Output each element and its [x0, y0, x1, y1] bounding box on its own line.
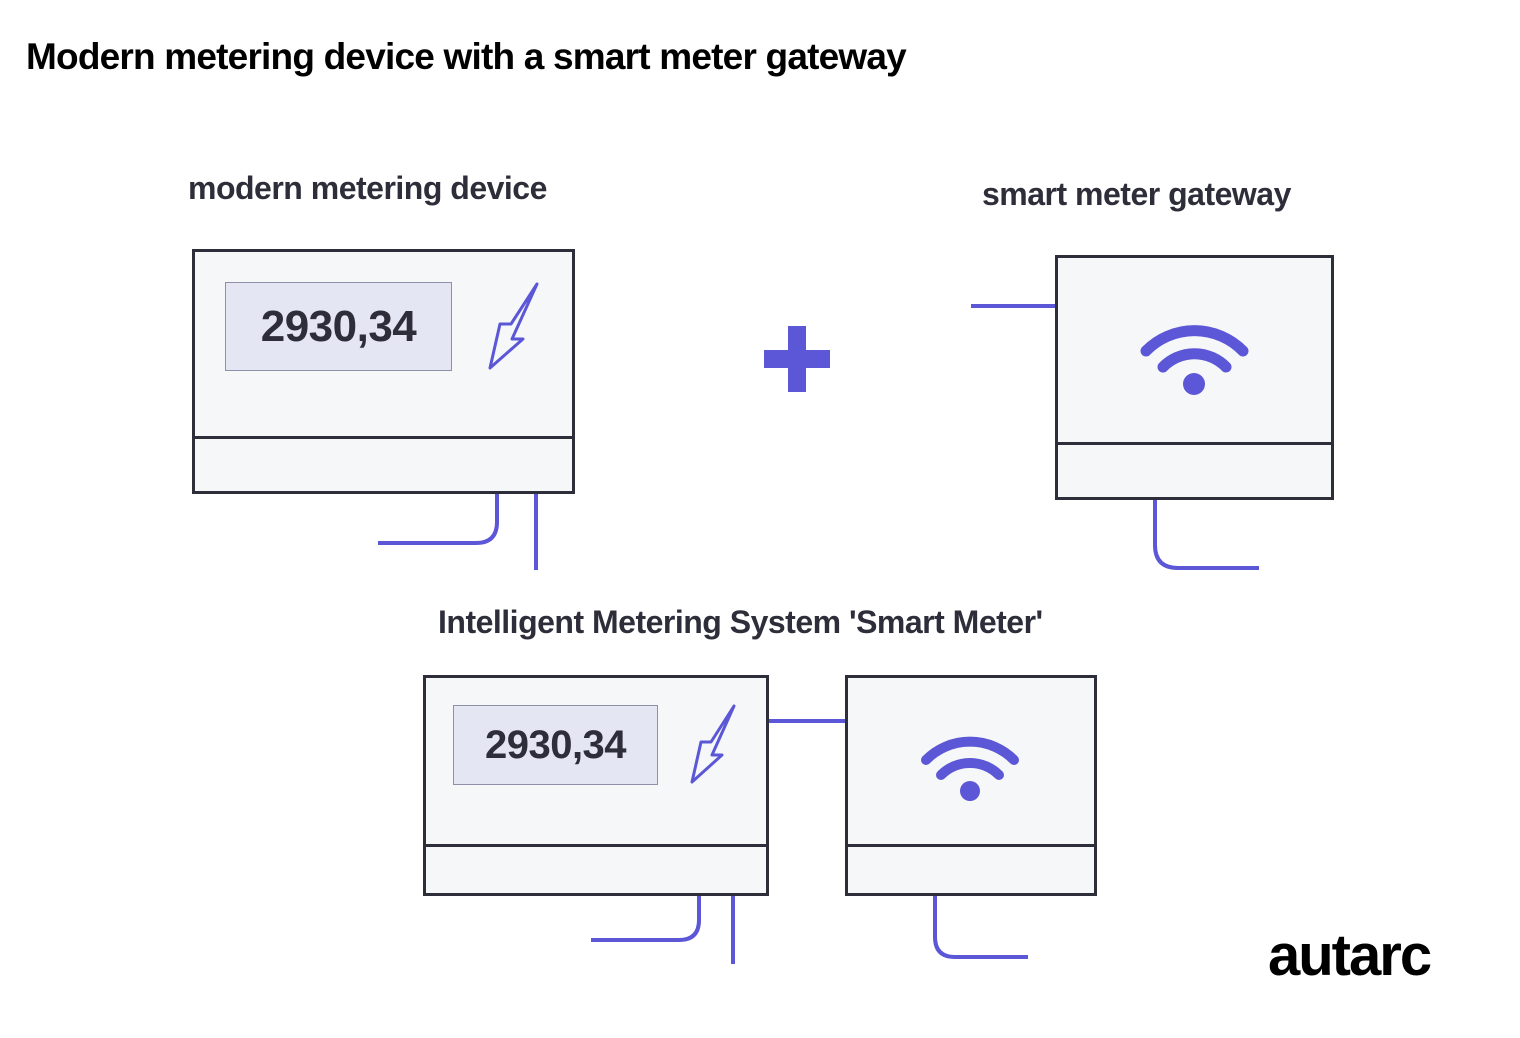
system-gateway-divider: [848, 844, 1094, 847]
system-metering-device: 2930,34: [423, 675, 769, 896]
gateway-cable: [1153, 500, 1259, 570]
system-gateway-cable: [933, 896, 1028, 959]
meter-divider: [195, 436, 572, 439]
system-meter-display: 2930,34: [453, 705, 658, 785]
gateway-label: smart meter gateway: [982, 176, 1291, 212]
meter-label: modern metering device: [188, 170, 547, 206]
gateway-divider: [1058, 442, 1331, 445]
smart-meter-gateway: [1055, 255, 1334, 500]
system-label: Intelligent Metering System 'Smart Meter…: [438, 604, 1043, 640]
meter-display: 2930,34: [225, 282, 452, 371]
meter-cable-left: [378, 494, 499, 545]
page-title: Modern metering device with a smart mete…: [26, 36, 907, 77]
plus-icon: [764, 326, 830, 392]
autarc-logo: autarc: [1268, 923, 1432, 988]
system-gateway: [845, 675, 1097, 896]
system-meter-divider: [426, 844, 766, 847]
system-meter-cable-left: [591, 896, 701, 942]
metering-device: 2930,34: [192, 249, 575, 494]
